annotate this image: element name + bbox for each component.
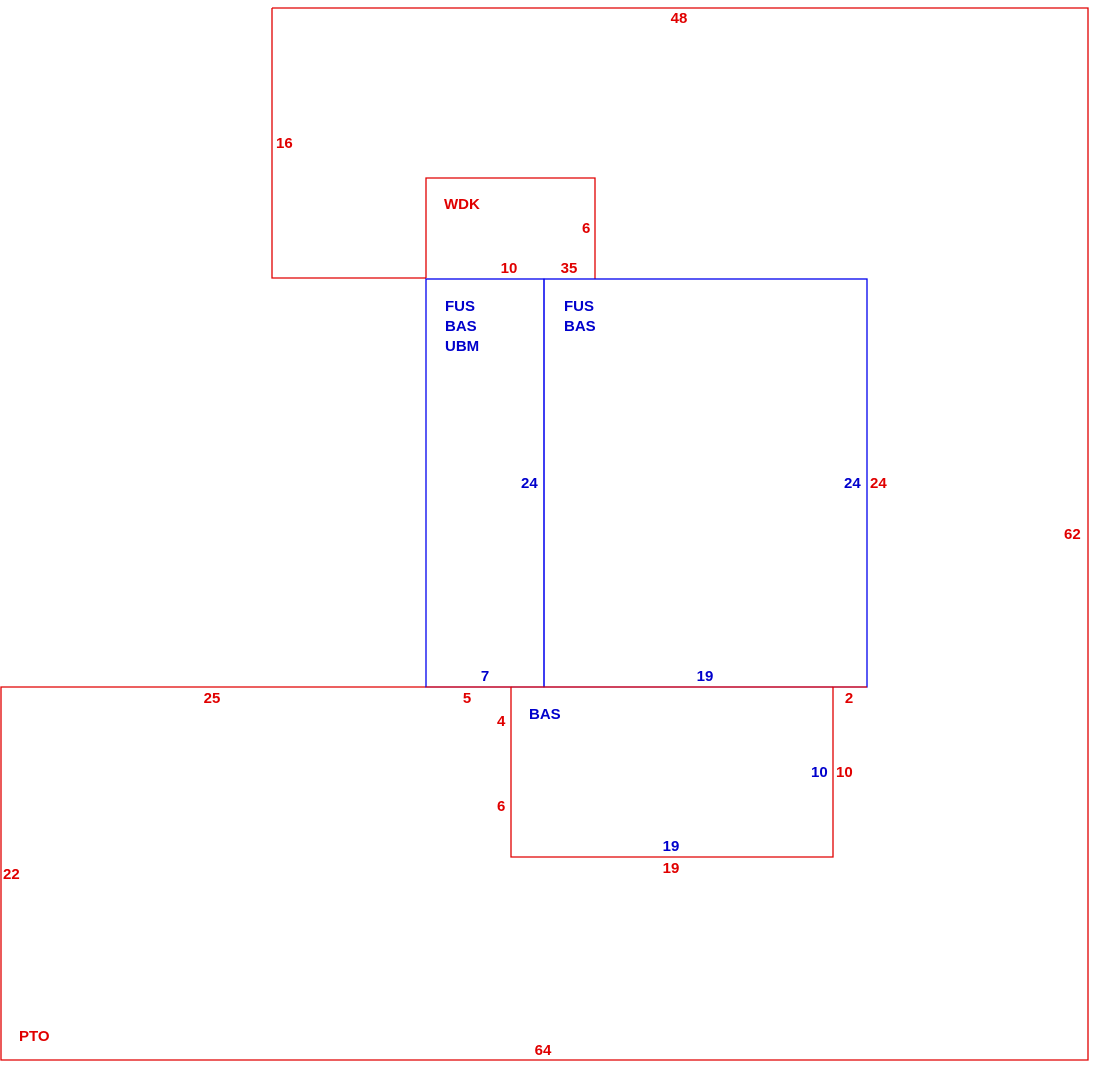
dim-fus-24-red: 24	[870, 475, 887, 492]
dim-ubm-24: 24	[521, 475, 538, 492]
dim-right-62: 62	[1064, 526, 1081, 543]
bas-label-1: BAS	[445, 318, 477, 335]
dim-left-22: 22	[3, 866, 20, 883]
dim-bas-19-blue: 19	[663, 838, 680, 855]
dim-wdk-35: 35	[561, 260, 578, 277]
dim-bas-4: 4	[497, 713, 506, 730]
fus-bas-area	[543, 278, 868, 688]
dim-ledge-5: 5	[463, 690, 471, 707]
dim-notch-2: 2	[845, 690, 853, 707]
dim-fus-24-blue: 24	[844, 475, 861, 492]
bas-label-3: BAS	[529, 706, 561, 723]
dim-bottom-64: 64	[535, 1042, 552, 1059]
dim-wdk-10: 10	[501, 260, 518, 277]
outer-perimeter-line	[0, 7, 1089, 1061]
pto-label: PTO	[19, 1028, 50, 1045]
dim-top-48: 48	[671, 10, 688, 27]
dim-bas-10-red: 10	[836, 764, 853, 781]
wdk-label: WDK	[444, 196, 480, 213]
dim-bas-6: 6	[497, 798, 505, 815]
dim-bas-10-blue: 10	[811, 764, 828, 781]
dim-ledge-25: 25	[204, 690, 221, 707]
ubm-label: UBM	[445, 338, 479, 355]
dim-left-16: 16	[276, 135, 293, 152]
wdk-box	[425, 177, 596, 279]
fus-label-2: FUS	[564, 298, 594, 315]
bas-lower-box	[426, 686, 867, 858]
dim-wdk-6: 6	[582, 220, 590, 237]
dim-fus-19: 19	[697, 668, 714, 685]
dim-ubm-7: 7	[481, 668, 489, 685]
fus-label-1: FUS	[445, 298, 475, 315]
dim-bas-19-red: 19	[663, 860, 680, 877]
upper-left-perimeter-line	[271, 8, 426, 279]
bas-label-2: BAS	[564, 318, 596, 335]
